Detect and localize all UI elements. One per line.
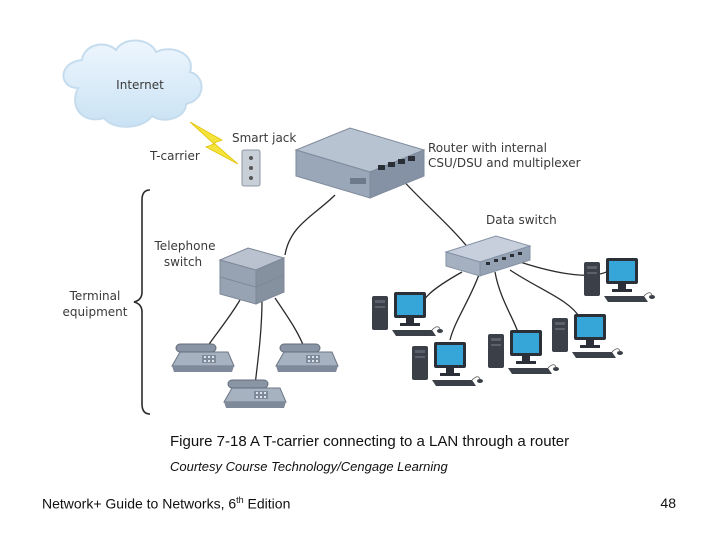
smart-jack-device xyxy=(241,149,261,187)
figure-credit: Courtesy Course Technology/Cengage Learn… xyxy=(170,459,448,474)
smart-jack-label: Smart jack xyxy=(232,131,296,145)
tcarrier-label: T-carrier xyxy=(149,149,200,163)
cable-switch-to-pc xyxy=(419,271,463,313)
router-label-line2: CSU/DSU and multiplexer xyxy=(428,156,581,170)
cable-switch-to-pc xyxy=(519,261,611,276)
telephone-icon xyxy=(171,343,235,373)
figure-caption: Figure 7-18 A T-carrier connecting to a … xyxy=(170,433,570,450)
cable-switch-to-pc xyxy=(509,269,581,319)
internet-label: Internet xyxy=(116,78,164,92)
terminal-equipment-brace xyxy=(133,189,151,415)
book-title-superscript: th xyxy=(236,495,244,505)
cable-router-to-data-switch xyxy=(397,174,471,251)
router-label-line1: Router with internal xyxy=(428,141,547,155)
cable-switch-to-pc xyxy=(494,271,521,339)
book-title-main: Network+ Guide to Networks, 6 xyxy=(42,495,237,512)
router-device xyxy=(294,127,426,199)
terminal-equipment-label-line1: Terminal xyxy=(69,289,121,303)
page-number: 48 xyxy=(660,495,676,511)
network-diagram: Internet T-carrier Smart jack Router wit… xyxy=(62,39,656,415)
internet-cloud: Internet xyxy=(62,39,203,128)
lightning-bolt-icon xyxy=(189,121,239,165)
computer-icon xyxy=(411,341,484,387)
cable-telephone-switch-to-phone xyxy=(204,299,241,351)
computer-icon xyxy=(371,291,444,337)
terminal-equipment-label-line2: equipment xyxy=(63,305,128,319)
cable-switch-to-pc xyxy=(449,271,481,341)
data-switch-label: Data switch xyxy=(486,213,557,227)
book-title: Network+ Guide to Networks, 6th Edition xyxy=(42,495,290,512)
computer-icon xyxy=(551,313,624,359)
cable-telephone-switch-to-phone xyxy=(274,297,306,351)
telephone-switch-device xyxy=(218,247,286,305)
cable-router-to-telephone-switch xyxy=(284,194,336,256)
telephone-switch-label-line1: Telephone xyxy=(154,239,216,253)
telephone-switch-label-line2: switch xyxy=(164,255,202,269)
computer-icon xyxy=(583,257,656,303)
telephone-icon xyxy=(275,343,339,373)
data-switch-device xyxy=(444,235,532,277)
telephone-icon xyxy=(223,379,287,409)
computer-icon xyxy=(487,329,560,375)
cable-telephone-switch-to-phone xyxy=(254,299,263,386)
book-title-edition: Edition xyxy=(243,495,291,512)
